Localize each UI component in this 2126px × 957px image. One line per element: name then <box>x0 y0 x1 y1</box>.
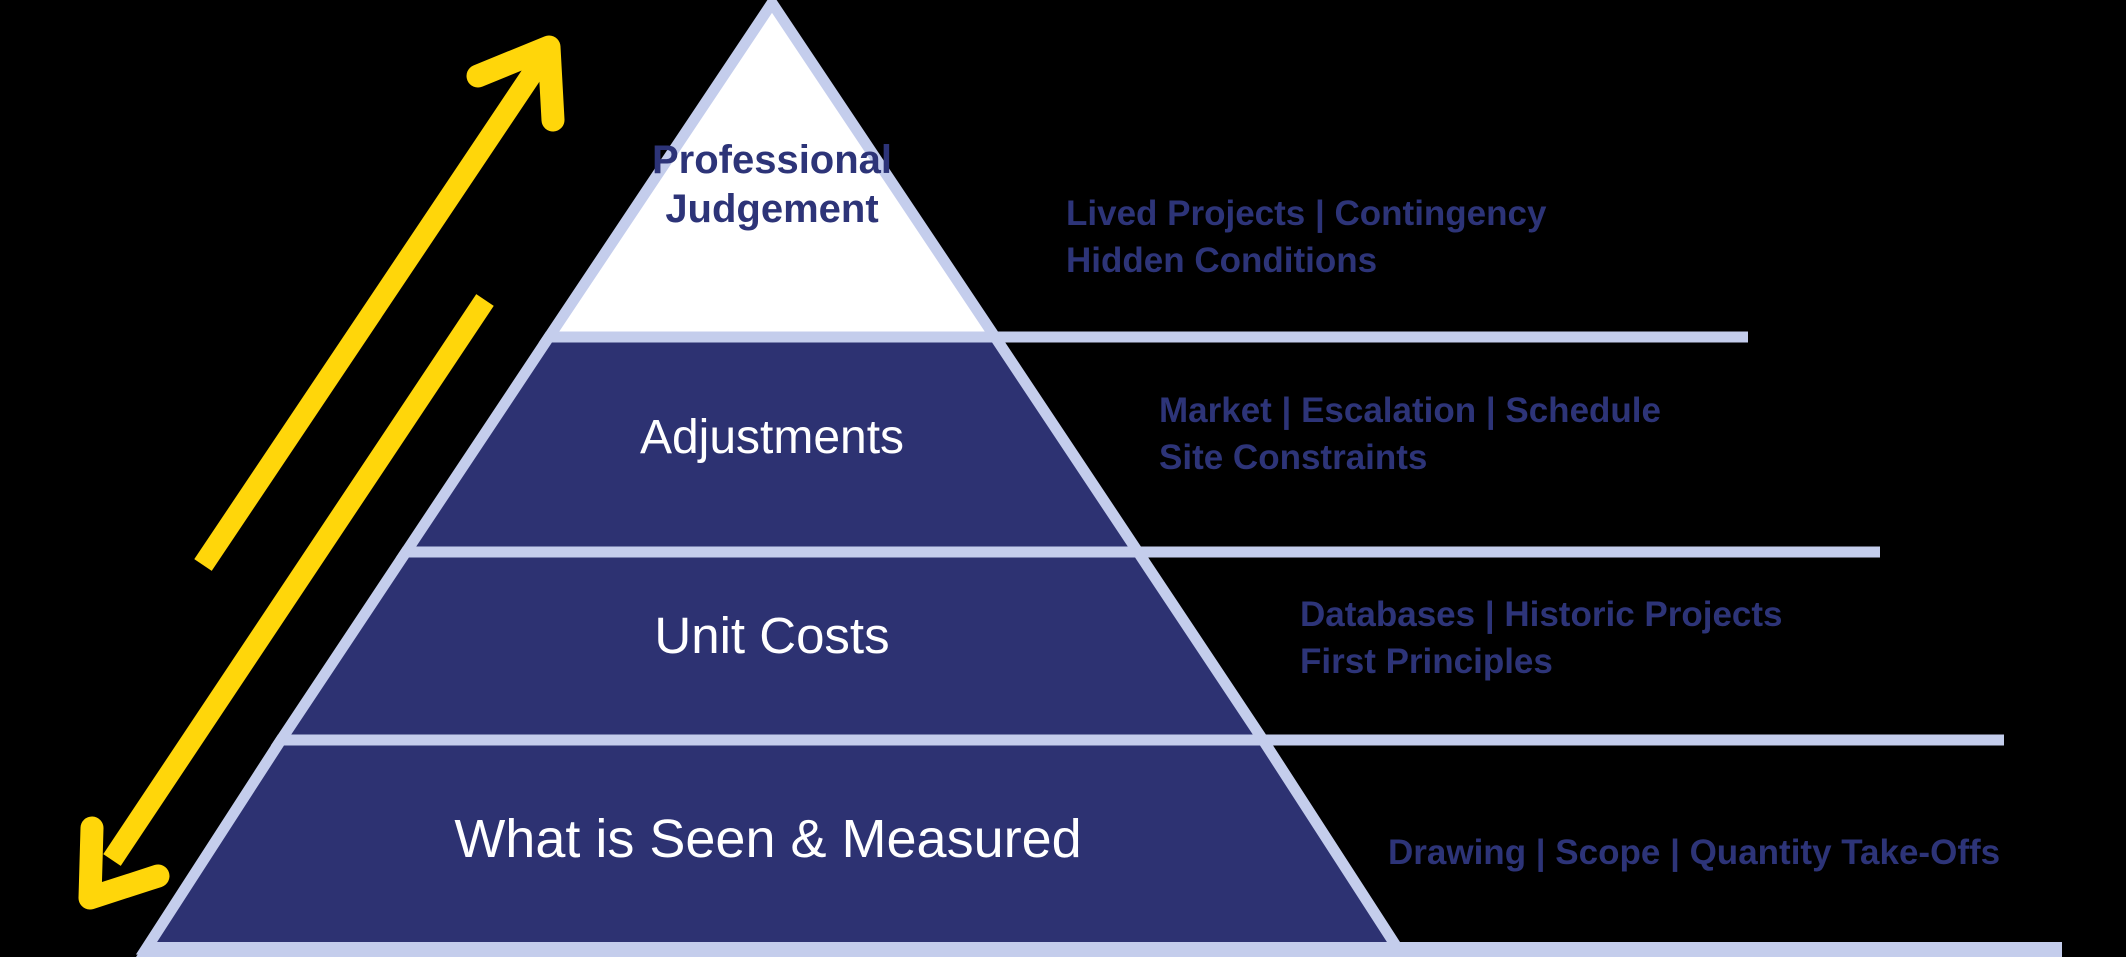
side-label-unit-costs: Databases | Historic Projects First Prin… <box>1300 591 1783 685</box>
side-label-line: Databases | Historic Projects <box>1300 595 1783 634</box>
down-arrowhead-icon <box>78 816 170 910</box>
level-title-line: Judgement <box>665 187 879 231</box>
side-label-line: Market | Escalation | Schedule <box>1159 391 1661 430</box>
up-arrowhead-icon <box>466 35 565 132</box>
level-separator-lines <box>985 331 2004 746</box>
pyramid-base-bar <box>136 942 2062 957</box>
side-label-line: Site Constraints <box>1159 438 1428 477</box>
separator-line-1 <box>985 331 1748 343</box>
level-title-unit-costs: Unit Costs <box>654 607 890 664</box>
side-label-professional-judgement: Lived Projects | Contingency Hidden Cond… <box>1066 190 1546 284</box>
level-title-line: Professional <box>651 138 893 182</box>
level-title-what-is-seen: What is Seen & Measured <box>454 809 1082 869</box>
side-label-what-is-seen: Drawing | Scope | Quantity Take-Offs <box>1388 829 2000 876</box>
accuracy-double-arrow <box>78 35 565 910</box>
down-arrow-shaft <box>103 294 494 866</box>
level-title-professional-judgement: Professional Judgement <box>472 136 1072 234</box>
pyramid-levels <box>135 0 1409 955</box>
up-arrow-shaft <box>194 56 549 571</box>
side-label-adjustments: Market | Escalation | Schedule Site Cons… <box>1159 387 1661 481</box>
side-label-line: Drawing | Scope | Quantity Take-Offs <box>1388 833 2001 872</box>
side-label-line: First Principles <box>1300 642 1553 681</box>
separator-line-3 <box>1255 734 2004 746</box>
level-title-adjustments: Adjustments <box>639 411 905 464</box>
separator-line-2 <box>1130 546 1880 558</box>
side-label-line: Hidden Conditions <box>1066 241 1378 280</box>
side-label-line: Lived Projects | Contingency <box>1066 194 1547 233</box>
